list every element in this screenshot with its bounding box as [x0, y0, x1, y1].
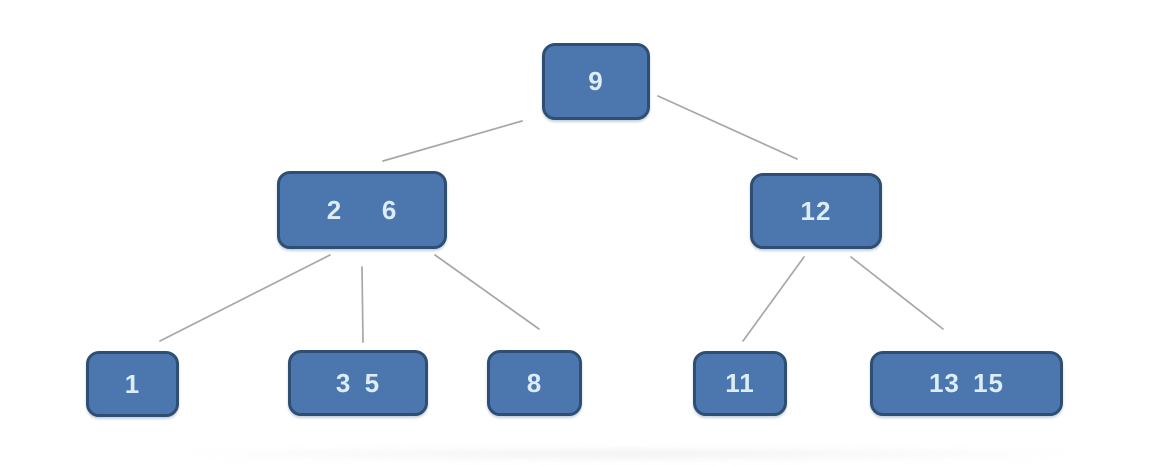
- tree-edge-root-to-12: [657, 95, 798, 160]
- tree-node-11: 11: [693, 351, 787, 416]
- tree-edge-12-to-11: [742, 256, 805, 342]
- tree-node-2-6: 2 6: [277, 171, 447, 249]
- tree-node-1: 1: [86, 351, 179, 417]
- node-label: 9: [588, 66, 604, 96]
- tree-edge-root-to-2-6: [382, 120, 523, 162]
- tree-node-12: 12: [750, 173, 882, 249]
- tree-node-8: 8: [487, 350, 582, 416]
- bottom-shadow-smudge: [160, 446, 1096, 462]
- node-label: 12: [800, 195, 832, 226]
- tree-edge-2-6-to-3-5: [361, 266, 364, 343]
- tree-node-root-9: 9: [542, 43, 650, 120]
- tree-node-3-5: 3 5: [288, 350, 428, 416]
- node-label: 2 6: [326, 194, 398, 225]
- node-label: 8: [526, 367, 543, 398]
- node-label: 13 15: [928, 368, 1005, 398]
- tree-edge-12-to-13-15: [850, 256, 944, 330]
- tree-edge-2-6-to-8: [434, 254, 540, 330]
- node-label: 11: [725, 368, 755, 398]
- node-label: 3 5: [335, 367, 381, 398]
- tree-node-13-15: 13 15: [870, 351, 1063, 416]
- node-label: 1: [124, 368, 141, 399]
- tree-edge-2-6-to-1: [159, 254, 331, 342]
